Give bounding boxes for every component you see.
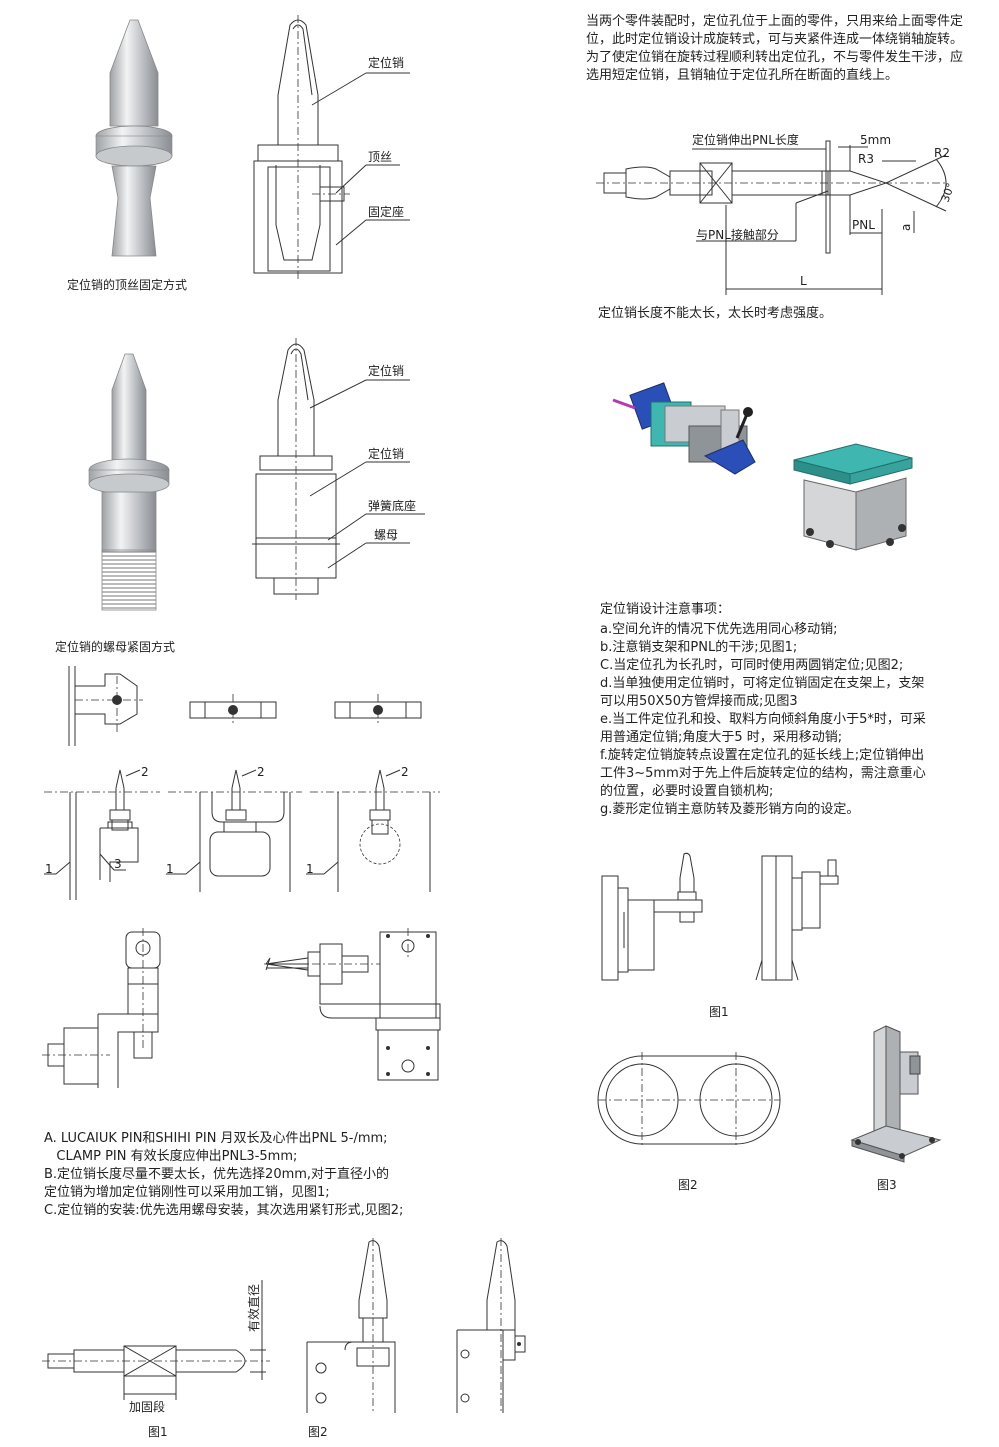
label-reinforce-section: 加固段 [129,1399,165,1414]
rotating-pin-dimension-drawing: 定位销伸出PNL长度 5mm R3 R2 30° PNL a 与PNL接触部分 … [596,132,958,295]
label-seat: 固定座 [368,204,404,219]
caption-bottom-fig1: 图1 [148,1425,168,1439]
num-1-a: 1 [45,862,53,876]
design-item-c: C.当定位孔为长孔时，可同时使用两圆销定位;见图2; [600,658,904,673]
intro-paragraph: 当两个零件装配时，定位孔位于上面的零件，只用来给上面零件定位，此时定位销设计成旋… [586,14,964,83]
note-a1: A. LUCAIUK PIN和SHIHI PIN 月双长及心件出PNL 5-/m… [44,1131,388,1146]
pin-install-drawing-b [456,1238,526,1413]
design-notes: 定位销设计注意事项： a.空间允许的情况下优先选用同心移动销; b.注意销支架和… [600,601,980,819]
num-2-a: 2 [141,765,149,779]
slide-unit-render [793,443,913,551]
num-2-c: 2 [401,765,409,779]
pin-bracket-side-drawing [755,855,839,981]
label-5mm: 5mm [860,133,891,147]
caption-nut-method: 定位销的螺母紧固方式 [55,640,176,654]
pin-3d-nut-render [88,353,170,611]
caption-setscrew-method: 定位销的顶丝固定方式 [67,278,188,292]
caption-bottom-fig2: 图2 [308,1425,328,1439]
machined-pin-drawing: 有效直径 加固段 [42,1280,270,1414]
design-item-g: g.菱形定位销主意防转及菱形销方向的设定。 [600,802,860,817]
pin-mounting-variants: 2 3 1 2 1 2 1 [44,765,440,900]
pin-bracket-interference-drawing [601,852,703,981]
pin-setscrew-section-drawing: 定位销 顶丝 固定座 [253,15,410,280]
caption-right-fig2: 图2 [678,1178,698,1192]
design-item-b: b.注意销支架和PNL的干涉;见图1; [600,640,798,655]
length-note: 定位销长度不能太长，太长时考虑强度。 [598,306,833,321]
caption-right-fig1: 图1 [709,1005,729,1019]
label-nut: 螺母 [374,528,398,542]
notes-abc: A. LUCAIUK PIN和SHIHI PIN 月双长及心件出PNL 5-/m… [44,1130,454,1220]
label-a: a [899,224,913,231]
label-L: L [800,274,807,288]
label-r2: R2 [934,146,950,160]
label-spring-seat: 弹簧底座 [368,498,416,513]
note-c: C.定位销的安装:优先选用螺母安装，其次选用紧钉形式,见图2; [44,1203,404,1218]
caption-right-fig3: 图3 [877,1178,897,1192]
design-notes-title: 定位销设计注意事项： [600,602,731,617]
tube-stand-render [850,1025,942,1163]
label-pin: 定位销 [368,55,404,70]
label-r3: R3 [858,152,874,166]
note-a2: CLAMP PIN 有效长度应伸出PNL3-5mm; [44,1149,298,1164]
num-3: 3 [114,857,122,871]
pin-3d-setscrew-render [95,19,173,257]
num-2-b: 2 [257,765,265,779]
note-b1: B.定位销长度尽量不要太长，优先选择20mm,对于直径小的 [44,1167,390,1182]
pin-install-drawing-a [306,1238,396,1413]
label-effective-diameter: 有效直径 [246,1284,261,1332]
two-pin-slot-drawing [597,1052,781,1148]
swing-bracket-drawings [42,928,441,1088]
design-item-f1: f.旋转定位销旋转点设置在定位孔的延长线上;定位销伸出 [600,748,925,763]
label-protrude-length: 定位销伸出PNL长度 [692,132,799,147]
label-pin-c: 定位销 [368,446,404,461]
note-b2: 定位销为增加定位销刚性可以采用加工销，见图1; [44,1185,330,1200]
design-item-d2: 可以用50X50方管焊接而成;见图3 [600,694,798,709]
design-item-f3: 的位置，必要时设置自锁机构; [600,784,774,799]
num-1-c: 1 [306,862,314,876]
label-pin-b: 定位销 [368,363,404,378]
label-setscrew: 顶丝 [368,150,392,164]
design-item-e2: 用普通定位销;角度大于5 时，采用移动销; [600,730,843,745]
design-item-f2: 工件3~5mm对于先上件后旋转定位的结构，需注意重心 [600,766,926,781]
num-1-b: 1 [166,862,174,876]
label-pnl: PNL [852,218,875,232]
bracket-top-views [68,666,422,746]
design-item-e1: e.当工件定位孔和投、取料方向倾斜角度小于5*时，可采 [600,712,926,727]
design-item-d1: d.当单独使用定位销时，可将定位销固定在支架上，支架 [600,676,925,691]
clamp-assembly-render [612,382,756,475]
pin-nut-section-drawing: 定位销 定位销 弹簧底座 螺母 [252,338,425,600]
label-contact-part: 与PNL接触部分 [696,227,779,242]
design-item-a: a.空间允许的情况下优先选用同心移动销; [600,622,838,637]
label-30deg: 30° [939,181,958,204]
